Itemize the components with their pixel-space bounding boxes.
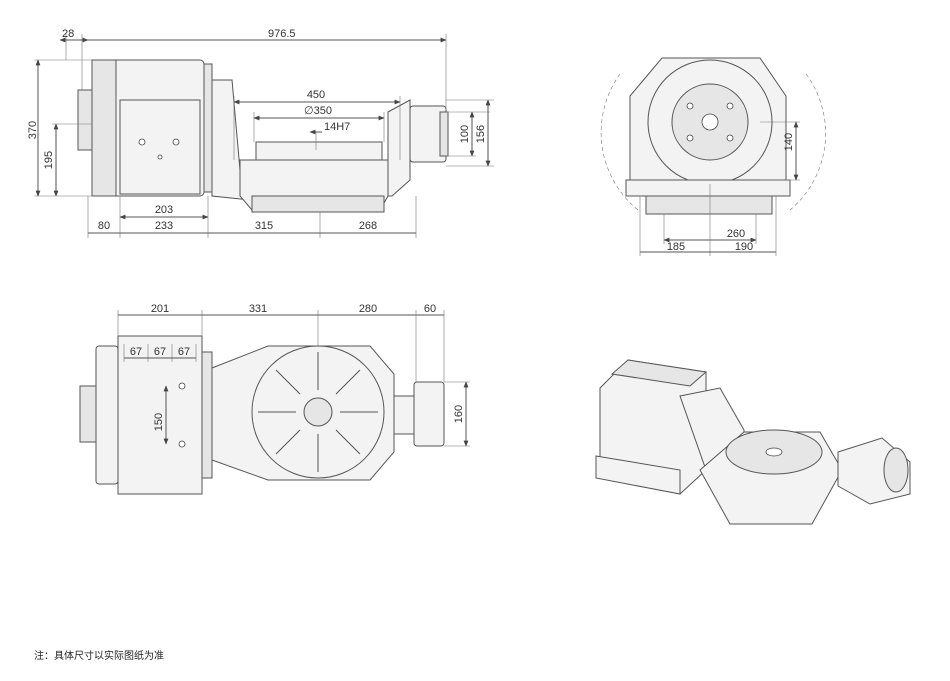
right-arm xyxy=(387,99,411,197)
dim-28: 28 xyxy=(62,28,74,40)
dim-100: 100 xyxy=(459,125,471,143)
dim-233: 233 xyxy=(155,220,173,232)
dim-160: 160 xyxy=(453,405,465,423)
dim-280: 280 xyxy=(359,303,377,315)
dim-331: 331 xyxy=(249,303,267,315)
top-view: 201 331 280 60 67 67 67 150 160 xyxy=(79,303,470,495)
iso-motor-foot xyxy=(595,455,681,495)
bolt-hole xyxy=(157,154,163,160)
dim-315: 315 xyxy=(255,220,273,232)
dim-195: 195 xyxy=(43,151,55,169)
top-connector xyxy=(79,385,97,443)
top-motor-frame xyxy=(117,335,203,495)
bolt-hole xyxy=(178,382,186,390)
iso-motor-top xyxy=(610,359,708,387)
top-right-motor xyxy=(413,381,445,447)
bolt-hole xyxy=(726,102,734,110)
iso-center-bore xyxy=(765,447,783,457)
bolt-hole xyxy=(726,134,734,142)
dim-60: 60 xyxy=(424,303,436,315)
bolt-hole xyxy=(178,440,186,448)
bolt-hole xyxy=(686,134,694,142)
side-view: 140 260 185 190 xyxy=(600,57,826,256)
dim-80: 80 xyxy=(98,220,110,232)
top-neck xyxy=(393,395,415,435)
dim-268: 268 xyxy=(359,220,377,232)
bolt-hole xyxy=(172,138,180,146)
dim-67-a: 67 xyxy=(130,346,142,358)
dim-140: 140 xyxy=(783,133,795,151)
dim-150: 150 xyxy=(153,413,165,431)
dim-976-5: 976.5 xyxy=(268,28,296,40)
table-platter xyxy=(251,195,385,213)
dim-370: 370 xyxy=(27,121,39,139)
bolt-hole xyxy=(138,138,146,146)
dim-156: 156 xyxy=(475,125,487,143)
platter-center xyxy=(303,397,333,427)
dim-67-b: 67 xyxy=(154,346,166,358)
dim-203: 203 xyxy=(155,204,173,216)
side-base xyxy=(625,179,791,197)
dim-260: 260 xyxy=(727,228,745,240)
top-motor-cap xyxy=(95,345,119,485)
motor-end-cap xyxy=(91,59,117,197)
dim-185: 185 xyxy=(667,241,685,253)
dim-67-c: 67 xyxy=(178,346,190,358)
isometric-view xyxy=(595,359,911,525)
dim-350: ∅350 xyxy=(304,105,332,117)
top-flange xyxy=(201,351,213,479)
front-view: 28 976.5 370 195 450 ∅350 14H7 1 xyxy=(27,28,494,238)
center-bore xyxy=(701,113,719,131)
footnote: 注：具体尺寸以实际图纸为准 xyxy=(34,651,164,662)
right-motor-cap xyxy=(439,111,449,157)
dim-450: 450 xyxy=(307,89,325,101)
iso-right-cap xyxy=(883,447,909,493)
dim-190: 190 xyxy=(735,241,753,253)
flange xyxy=(203,63,213,193)
table-top xyxy=(255,141,383,161)
motor-panel xyxy=(119,99,201,195)
motor-connector xyxy=(77,89,93,151)
bolt-hole xyxy=(686,102,694,110)
dim-14h7: 14H7 xyxy=(324,121,350,133)
side-platter xyxy=(645,195,773,215)
dim-201: 201 xyxy=(151,303,169,315)
